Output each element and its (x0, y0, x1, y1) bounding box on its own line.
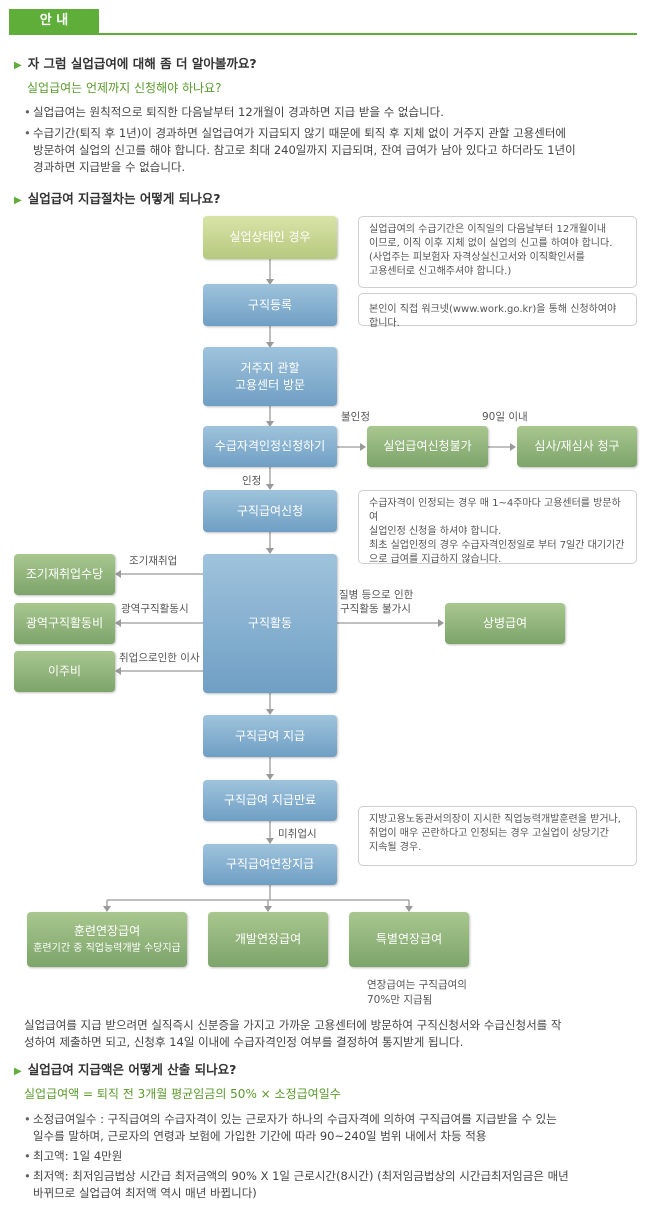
note2-line1: 본인이 직접 워크넷(www.work.go.kr)을 통해 신청하여야 합니다… (369, 304, 617, 329)
section3-formula: 실업급여액 = 퇴직 전 3개월 평균임금의 50% × 소정급여일수 (24, 1087, 341, 1101)
box-review: 심사/재심사 청구 (517, 426, 637, 467)
note3-line4: 으로 급여를 지급하지 않습니다. (369, 554, 502, 565)
box-visit-center: 거주지 관할 고용센터 방문 (203, 347, 337, 406)
box-training-line1: 훈련연장급여 (73, 923, 141, 938)
note3-line2: 실업인정 신청을 하셔야 합니다. (369, 526, 502, 537)
section1-question: 실업급여는 언제까지 신청해야 하나요? (27, 81, 222, 95)
note1-line3: (사업주는 피보험자 자격상실신고서와 이직확인서를 (369, 252, 585, 263)
box-special-extension: 특별연장급여 (349, 912, 469, 967)
note4-line3: 지속될 경우. (369, 842, 422, 853)
section3-bullet-3: •최저액: 최저임금법상 시간급 최저금액의 90% X 1일 근로시간(8시간… (24, 1169, 569, 1183)
triangle-arrow-icon: ▶ (14, 60, 22, 71)
triangle-arrow-icon: ▶ (14, 1066, 22, 1077)
box-pay: 구직급여 지급 (203, 715, 337, 757)
box-visit-line1: 거주지 관할 (240, 360, 300, 375)
label-wide: 광역구직활동시 (121, 603, 189, 615)
box-sickness: 상병급여 (445, 603, 565, 644)
note3-line1: 수급자격이 인정되는 경우 매 1~4주마다 고용센터를 방문하여 (369, 498, 621, 523)
section1-bullet-2-cont2: 경과하면 지급받을 수 없습니다. (33, 160, 186, 174)
note-benefit-period: 실업급여의 수급기간은 이직일의 다음날부터 12개월이내 이므로, 이직 이후… (358, 216, 637, 288)
box-extend: 구직급여연장지급 (203, 844, 337, 885)
section3-bullet-1: •소정급여일수 : 구직급여의 수급자격이 있는 근로자가 하나의 수급자격에 … (24, 1112, 557, 1126)
label-move: 취업으로인한 이사 (119, 652, 200, 664)
box-training-extension: 훈련연장급여 훈련기간 중 직업능력개발 수당지급 (27, 912, 187, 967)
tab-divider (9, 33, 637, 35)
box-job-search: 구직활동 (203, 554, 337, 693)
note1-line2: 이므로, 이직 이후 지체 없이 실업의 신고를 하여야 합니다. (369, 238, 613, 249)
note-worknet: 본인이 직접 워크넷(www.work.go.kr)을 통해 신청하여야 합니다… (358, 293, 637, 329)
box-wide-job-search: 광역구직활동비 (14, 603, 115, 644)
label-approved: 인정 (242, 475, 262, 487)
label-not-approved: 불인정 (341, 411, 370, 423)
box-unemployed: 실업상태인 경우 (203, 216, 337, 259)
label-sick-2: 구직활동 불가시 (340, 603, 411, 615)
section1-bullet-1: •실업급여는 원칙적으로 퇴직한 다음날부터 12개월이 경과하면 지급 받을 … (24, 105, 444, 119)
box-unavailable: 실업급여신청불가 (367, 426, 488, 467)
box-individual-extension: 개발연장급여 (208, 912, 328, 967)
summary-line-1: 실업급여를 지급 받으려면 실직즉시 신분증을 가지고 가까운 고용센터에 방문… (24, 1018, 562, 1032)
section3-bullet-2: •최고액: 1일 4만원 (24, 1149, 123, 1163)
section3-bullet-1-cont: 일수를 말하며, 근로자의 연령과 보험에 가입한 기간에 따라 90~240일… (33, 1129, 487, 1143)
note4-line2: 취업이 매우 곤란하다고 인정되는 경우 고실업이 상당기간 (369, 828, 609, 839)
box-apply-qualification: 수급자격인정신청하기 (203, 426, 337, 467)
note4-line1: 지방고용노동관서의장이 지시한 직업능력개발훈련을 받거나, (369, 814, 621, 825)
section3-heading: ▶실업급여 지급액은 어떻게 산출 되나요? (14, 1062, 237, 1077)
section1-bullet-2-cont: 방문하여 실업의 신고를 해야 합니다. 참고로 최대 240일까지 지급되며,… (33, 143, 576, 157)
summary-line-2: 성하여 제출하면 되고, 신청후 14일 이내에 수급자격인정 여부를 결정하여… (24, 1035, 464, 1049)
label-unemployed-case: 미취업시 (278, 828, 317, 840)
section1-bullet-2: •수급기간(퇴직 후 1년)이 경과하면 실업급여가 지급되지 않기 때문에 퇴… (24, 126, 566, 140)
label-early: 조기재취업 (129, 555, 178, 567)
note-extension-conditions: 지방고용노동관서의장이 지시한 직업능력개발훈련을 받거나, 취업이 매우 곤란… (358, 806, 637, 866)
box-apply-benefit: 구직급여신청 (203, 490, 337, 532)
note1-line1: 실업급여의 수급기간은 이직일의 다음날부터 12개월이내 (369, 224, 607, 235)
label-within-90: 90일 이내 (482, 411, 528, 423)
info-tab: 안 내 (9, 9, 99, 33)
section1-heading: ▶자 그럼 실업급여에 대해 좀 더 알아볼까요? (14, 56, 257, 71)
note3-line3: 최초 실업인정의 경우 수급자격인정일로 부터 7일간 대기기간 (369, 540, 625, 551)
label-sick-1: 질병 등으로 인한 (339, 589, 414, 601)
note-unemployment-recognition: 수급자격이 인정되는 경우 매 1~4주마다 고용센터를 방문하여 실업인정 신… (358, 490, 637, 565)
section2-heading: ▶실업급여 지급절차는 어떻게 되나요? (14, 191, 221, 206)
section3-bullet-3-cont: 바뀌므로 실업급여 최저액 역시 매년 바뀝니다) (33, 1186, 257, 1200)
label-extension-note-2: 70%만 지급됨 (367, 994, 433, 1006)
box-pay-end: 구직급여 지급만료 (203, 780, 337, 821)
box-moving-expense: 이주비 (14, 651, 115, 692)
triangle-arrow-icon: ▶ (14, 195, 22, 206)
note1-line4: 고용센터로 신고해주셔야 합니다.) (369, 266, 512, 277)
box-register: 구직등록 (203, 284, 337, 326)
label-extension-note-1: 연장급여는 구직급여의 (367, 979, 467, 991)
box-training-line2: 훈련기간 중 직업능력개발 수당지급 (33, 942, 181, 954)
box-visit-line2: 고용센터 방문 (234, 377, 306, 392)
box-early-reemployment: 조기재취업수당 (14, 554, 115, 595)
